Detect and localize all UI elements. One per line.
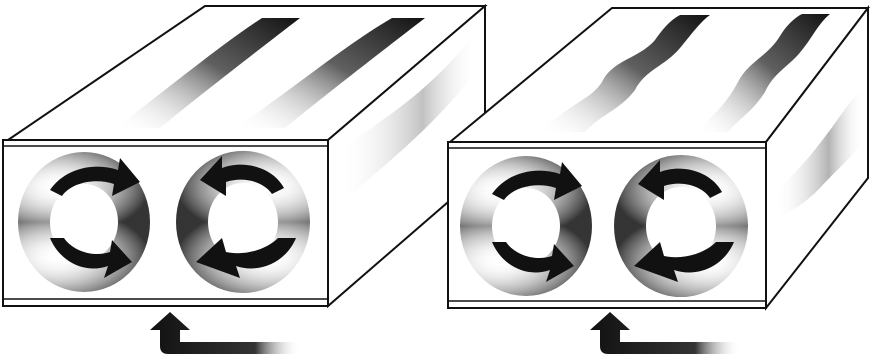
panel-wavy-rolls xyxy=(448,8,868,354)
panel-straight-rolls xyxy=(3,6,485,354)
heat-arrow-icon xyxy=(590,312,740,354)
heat-arrow-icon xyxy=(150,312,300,354)
